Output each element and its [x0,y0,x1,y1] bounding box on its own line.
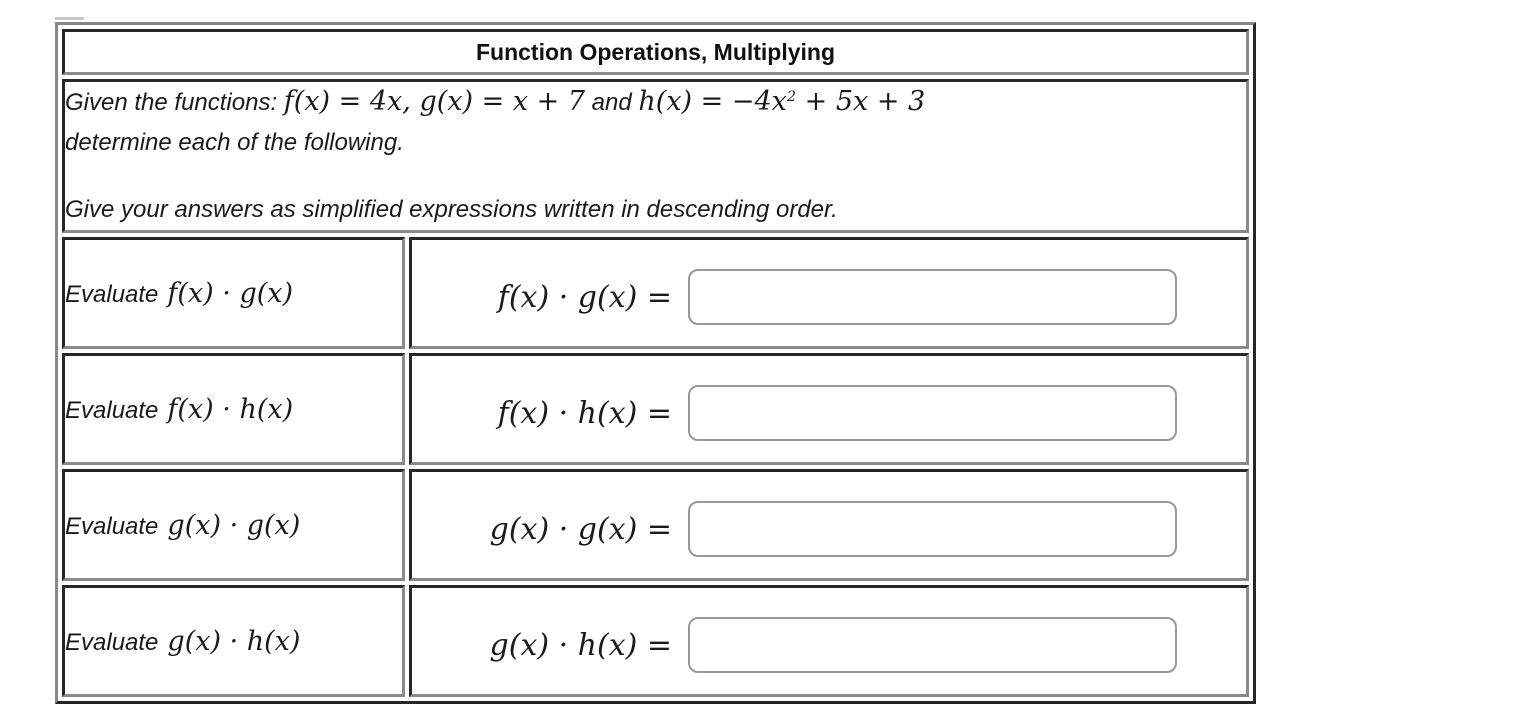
equation-label: g(x) · g(x) = [489,511,672,547]
equation-cell-f-times-g: f(x) · g(x) = [409,237,1250,349]
instructions-line-1: Given the functions: f(x) = 4x, g(x) = x… [65,82,1246,123]
equation-cell-f-times-h: f(x) · h(x) = [409,353,1250,465]
prompt-cell-g-times-h: Evaluate g(x) · h(x) [62,585,405,697]
page-title: Function Operations, Multiplying [475,38,836,65]
answer-input-f-times-h[interactable] [688,385,1177,441]
given-prefix-text: Given the functions: [65,89,284,116]
h-definition-head: h(x) = −4x [638,86,787,117]
answer-input-g-times-g[interactable] [688,501,1177,557]
header-cell: Function Operations, Multiplying [62,29,1250,75]
instructions-row: Given the functions: f(x) = 4x, g(x) = x… [62,79,1250,233]
instructions-line-3: Give your answers as simplified expressi… [65,196,838,223]
equation-label: f(x) · h(x) = [497,395,672,431]
evaluate-label: Evaluate [65,628,159,656]
answer-input-g-times-h[interactable] [688,617,1177,673]
equation-label: f(x) · g(x) = [497,279,672,315]
equation-group: f(x) · g(x) = [412,261,1246,325]
equation-cell-g-times-h: g(x) · h(x) = [409,585,1250,697]
worksheet-row-f-times-h: Evaluate f(x) · h(x) f(x) · h(x) = [62,353,1250,465]
equation-group: f(x) · h(x) = [412,377,1246,441]
evaluate-label: Evaluate [65,280,159,308]
equation-label: g(x) · h(x) = [489,627,672,663]
worksheet-row-f-times-g: Evaluate f(x) · g(x) f(x) · g(x) = [62,237,1250,349]
instructions-cell: Given the functions: f(x) = 4x, g(x) = x… [62,79,1250,233]
worksheet-row-g-times-g: Evaluate g(x) · g(x) g(x) · g(x) = [62,469,1250,581]
prompt-expression: g(x) · h(x) [167,625,301,657]
prompt-text: Evaluate f(x) · h(x) [65,394,402,425]
header-row: Function Operations, Multiplying [62,29,1250,75]
and-text: and [585,89,639,116]
answer-input-f-times-g[interactable] [688,269,1177,325]
cropped-ui-artifact [55,17,84,20]
evaluate-label: Evaluate [65,512,159,540]
worksheet-table: Function Operations, Multiplying Given t… [55,22,1257,704]
instructions-line-2: determine each of the following. [65,129,404,156]
evaluate-label: Evaluate [65,396,159,424]
prompt-expression: f(x) · h(x) [167,393,294,425]
instructions-blank-line [65,163,1246,190]
prompt-cell-f-times-g: Evaluate f(x) · g(x) [62,237,405,349]
f-definition: f(x) = 4x, [283,86,420,117]
prompt-text: Evaluate g(x) · h(x) [65,626,402,657]
h-exponent: 2 [786,89,797,105]
prompt-text: Evaluate g(x) · g(x) [65,510,402,541]
equation-cell-g-times-g: g(x) · g(x) = [409,469,1250,581]
h-definition-tail: + 5x + 3 [796,86,926,117]
worksheet-row-g-times-h: Evaluate g(x) · h(x) g(x) · h(x) = [62,585,1250,697]
prompt-text: Evaluate f(x) · g(x) [65,278,402,309]
prompt-cell-g-times-g: Evaluate g(x) · g(x) [62,469,405,581]
g-definition: g(x) = x + 7 [419,86,586,117]
equation-group: g(x) · g(x) = [412,493,1246,557]
prompt-expression: f(x) · g(x) [167,277,294,309]
prompt-expression: g(x) · g(x) [167,509,301,541]
equation-group: g(x) · h(x) = [412,609,1246,673]
prompt-cell-f-times-h: Evaluate f(x) · h(x) [62,353,405,465]
